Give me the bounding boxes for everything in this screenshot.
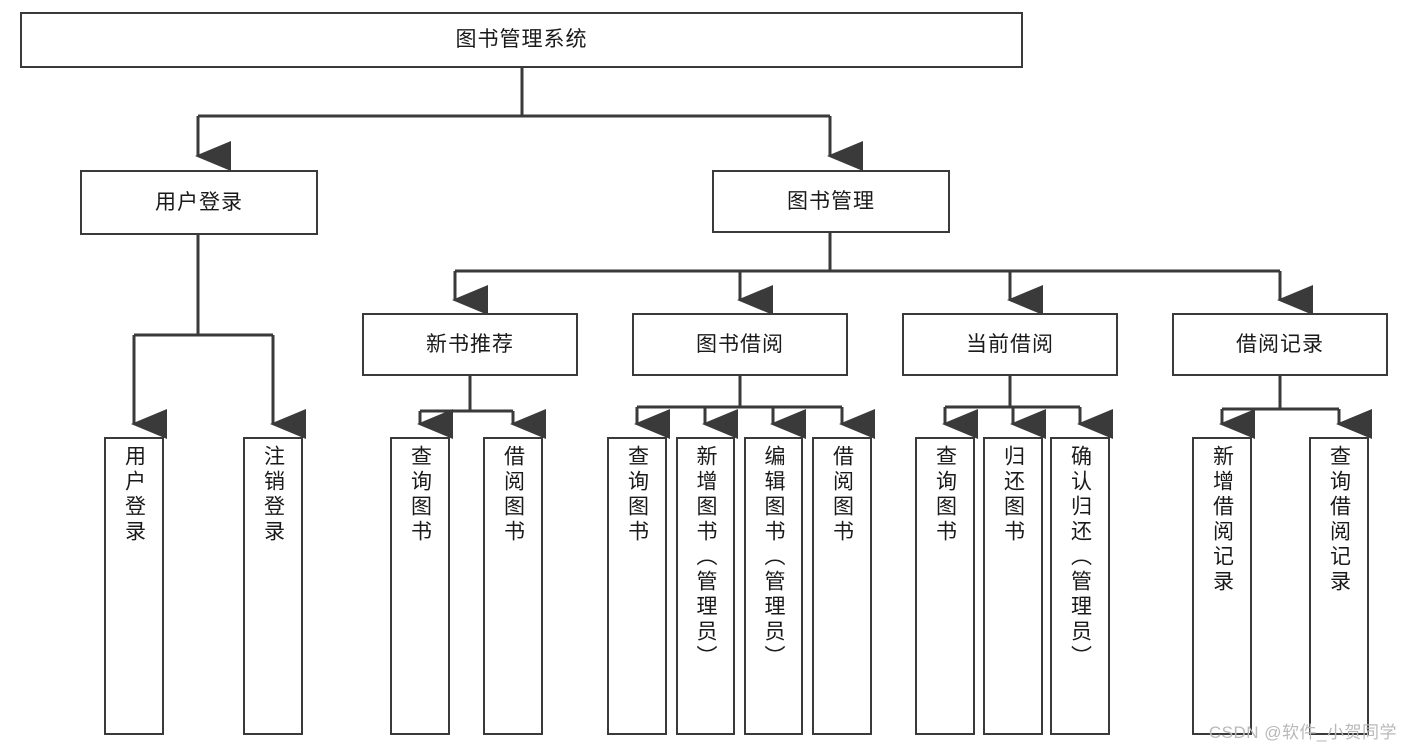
node-label: 用户登录 <box>155 190 243 214</box>
node-root-system[interactable]: 图书管理系统 <box>20 12 1023 68</box>
leaf-newbook-borrow-book[interactable]: 借阅图书 <box>483 437 543 735</box>
node-label: 借阅图书 <box>501 445 525 545</box>
node-label: 查询图书 <box>933 445 957 545</box>
leaf-borrow-query-book[interactable]: 查询图书 <box>607 437 667 735</box>
leaf-borrow-edit-book-admin[interactable]: 编辑图书（管理员） <box>744 437 803 735</box>
leaf-logout[interactable]: 注销登录 <box>243 437 303 735</box>
node-label: 当前借阅 <box>966 332 1054 356</box>
leaf-user-login[interactable]: 用户登录 <box>104 437 164 735</box>
node-label: 确认归还（管理员） <box>1068 445 1092 670</box>
node-label: 注销登录 <box>261 445 285 545</box>
leaf-record-add-record[interactable]: 新增借阅记录 <box>1192 437 1252 735</box>
leaf-record-query-record[interactable]: 查询借阅记录 <box>1309 437 1369 735</box>
node-label: 查询图书 <box>408 445 432 545</box>
leaf-current-confirm-return-admin[interactable]: 确认归还（管理员） <box>1050 437 1110 735</box>
node-label: 图书管理系统 <box>455 28 588 52</box>
node-label: 图书借阅 <box>696 332 784 356</box>
node-label: 新增图书（管理员） <box>694 445 717 670</box>
node-book-borrow[interactable]: 图书借阅 <box>632 313 848 376</box>
node-label: 图书管理 <box>787 189 875 213</box>
node-label: 编辑图书（管理员） <box>762 445 785 670</box>
node-user-login[interactable]: 用户登录 <box>80 170 318 235</box>
watermark-text: CSDN @软件_小贺同学 <box>1208 723 1397 742</box>
leaf-borrow-add-book-admin[interactable]: 新增图书（管理员） <box>676 437 735 735</box>
node-book-management[interactable]: 图书管理 <box>712 170 950 233</box>
node-borrow-record[interactable]: 借阅记录 <box>1172 313 1388 376</box>
node-current-borrow[interactable]: 当前借阅 <box>902 313 1118 376</box>
node-label: 借阅记录 <box>1236 332 1324 356</box>
node-label: 用户登录 <box>122 445 146 545</box>
node-label: 归还图书 <box>1001 445 1025 545</box>
leaf-current-query-book[interactable]: 查询图书 <box>915 437 975 735</box>
node-label: 查询借阅记录 <box>1327 445 1351 595</box>
node-label: 查询图书 <box>625 445 649 545</box>
leaf-current-return-book[interactable]: 归还图书 <box>983 437 1043 735</box>
node-label: 借阅图书 <box>830 445 854 545</box>
leaf-newbook-query-book[interactable]: 查询图书 <box>390 437 450 735</box>
leaf-borrow-borrow-book[interactable]: 借阅图书 <box>812 437 872 735</box>
node-label: 新书推荐 <box>426 332 514 356</box>
node-new-book-recommend[interactable]: 新书推荐 <box>362 313 578 376</box>
node-label: 新增借阅记录 <box>1210 445 1234 595</box>
